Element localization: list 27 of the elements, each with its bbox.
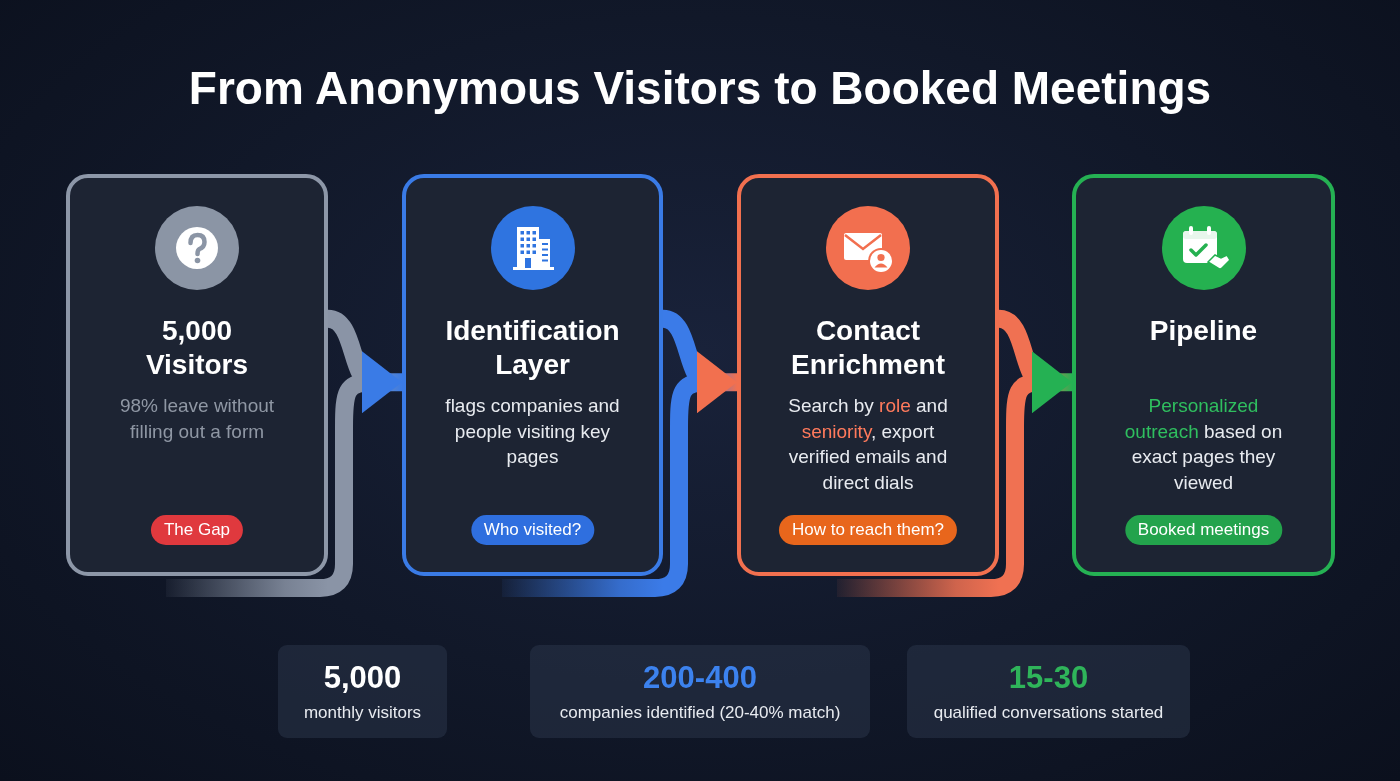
process-card bbox=[737, 174, 999, 576]
card-description: Personalized outreach based on exact pages they viewed bbox=[1123, 394, 1284, 495]
stat-caption: monthly visitors bbox=[302, 702, 423, 724]
flow-arrow bbox=[661, 309, 737, 414]
stat-value: 200-400 bbox=[642, 660, 758, 696]
process-card bbox=[1072, 174, 1335, 576]
card-title: Contact Enrichment bbox=[790, 314, 946, 382]
stat-value: 5,000 bbox=[322, 660, 403, 696]
card-title: 5,000 Visitors bbox=[144, 314, 250, 382]
flow-arrow bbox=[997, 309, 1072, 414]
card-description: 98% leave without filling out a form bbox=[118, 394, 276, 444]
stat-caption: qualified conversations started bbox=[932, 702, 1165, 724]
process-card bbox=[402, 174, 663, 576]
stat-value: 15-30 bbox=[1007, 660, 1090, 696]
status-tag: Who visited? bbox=[470, 515, 595, 545]
status-tag: The Gap bbox=[150, 515, 244, 545]
card-title: Pipeline bbox=[1148, 314, 1259, 348]
stat-card bbox=[907, 645, 1190, 738]
status-tag: Booked meetings bbox=[1124, 515, 1283, 545]
diagram-title: From Anonymous Visitors to Booked Meetings bbox=[187, 61, 1213, 116]
flow-arrow bbox=[326, 309, 402, 414]
stat-caption: companies identified (20-40% match) bbox=[558, 702, 842, 724]
status-tag: How to reach them? bbox=[778, 515, 958, 545]
process-card bbox=[66, 174, 328, 576]
card-description: Search by role and seniority, export verified emails and direct dials bbox=[787, 394, 949, 495]
card-description: flags companies and people visiting key pages bbox=[444, 394, 621, 469]
card-title: Identification Layer bbox=[444, 314, 621, 382]
